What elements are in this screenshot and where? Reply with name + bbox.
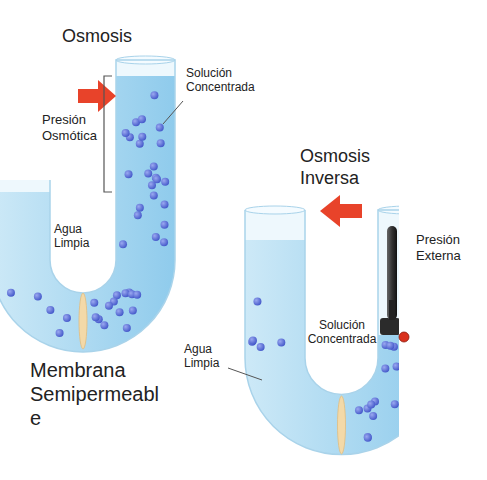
solute-particle [161,200,169,208]
solute-particle [391,400,399,408]
solute-particle [161,221,169,229]
solute-particle [123,324,131,332]
leader-line [228,368,262,380]
solute-particle [150,162,158,170]
solute-particle [369,412,377,420]
solute-particle [393,362,399,370]
part-label: Agua Limpia [184,342,232,371]
solute-particle [136,140,144,148]
solute-particle [138,133,146,141]
u-tube-reverse [245,206,399,454]
plunger [387,226,409,342]
solute-particle [355,406,363,414]
leader-line [163,101,183,124]
pressure-bracket [104,76,112,192]
solute-particle [125,170,133,178]
part-label: Presión Externa [416,232,480,263]
solute-particle [148,181,156,189]
part-label: Solución Concentrada [186,66,276,95]
solute-particle [157,139,165,147]
solute-particle [46,306,54,314]
flow-arrow [320,195,362,227]
solute-particle [7,289,15,297]
solute-particle [156,124,164,132]
solute-particle [119,240,127,248]
solute-particle [150,91,158,99]
solute-particle [63,314,71,322]
solute-particle [136,204,144,212]
solute-particle [152,233,160,241]
solute-particle [34,292,42,300]
solute-particle [367,401,375,409]
solute-particle [90,299,98,307]
panel-title: Osmosis [62,26,162,48]
solute-particle [144,170,152,178]
panel-title: Osmosis Inversa [300,146,386,189]
solute-particle [249,337,257,345]
solute-particle [116,308,124,316]
part-label: Agua Limpia [54,222,102,251]
solute-particle [160,238,168,246]
solute-particle [133,291,141,299]
flow-arrow [78,80,116,112]
solute-particle [161,178,169,186]
part-label: Presión Osmótica [42,112,102,143]
solute-particle [92,313,100,321]
solute-particle [138,115,146,123]
solute-particle [253,297,261,305]
solute-particle [134,211,142,219]
solute-particle [105,302,113,310]
solute-particle [386,342,394,350]
u-tube-osmosis [0,56,175,352]
solute-particle [364,434,372,442]
solute-particle [364,433,372,441]
solute-particle [277,339,285,347]
solute-particle [381,365,389,373]
solute-particle [129,306,137,314]
part-label: Solución Concentrada [306,318,378,347]
plunger-head [380,318,399,335]
solute-particle [150,191,158,199]
part-label: Membrana Semipermeabl e [30,358,170,430]
solute-particle [122,129,130,137]
solute-particle [100,321,108,329]
membrane [79,293,87,349]
solute-particle [257,343,265,351]
solute-particle [56,329,64,337]
